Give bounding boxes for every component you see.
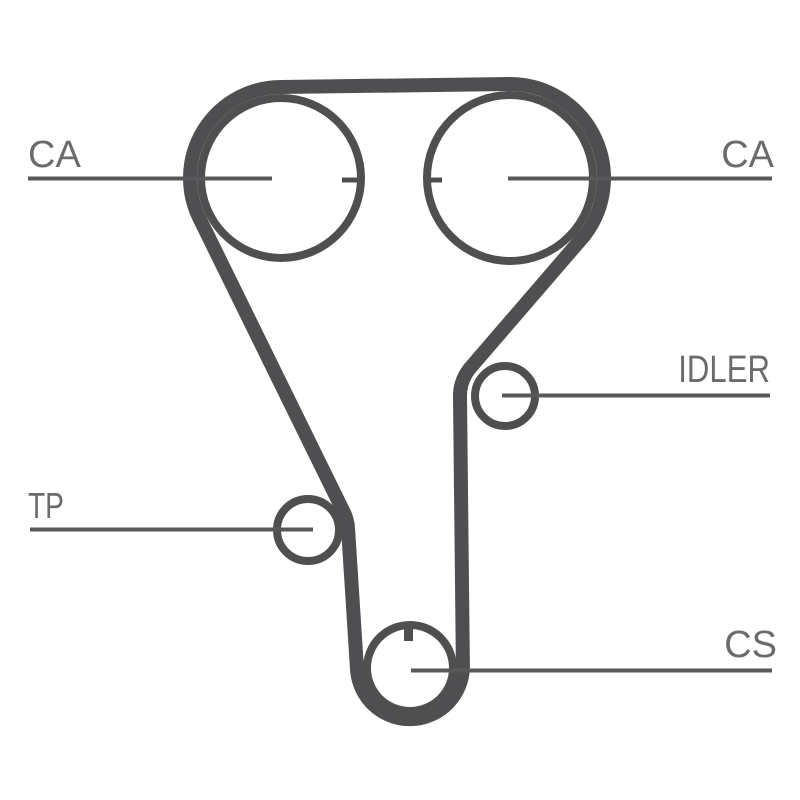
label-camshaft-right: CA: [721, 134, 774, 176]
label-tensioner: TP: [28, 485, 64, 526]
label-camshaft-left: CA: [28, 134, 81, 176]
timing-mark-crankshaft: [404, 628, 413, 641]
timing-belt-path: [183, 77, 611, 727]
timing-mark-left-camshaft: [342, 177, 360, 183]
label-idler: IDLER: [678, 349, 770, 391]
crankshaft-pulley: [363, 621, 457, 715]
label-crankshaft: CS: [724, 624, 777, 666]
timing-mark-right-camshaft: [427, 177, 442, 183]
